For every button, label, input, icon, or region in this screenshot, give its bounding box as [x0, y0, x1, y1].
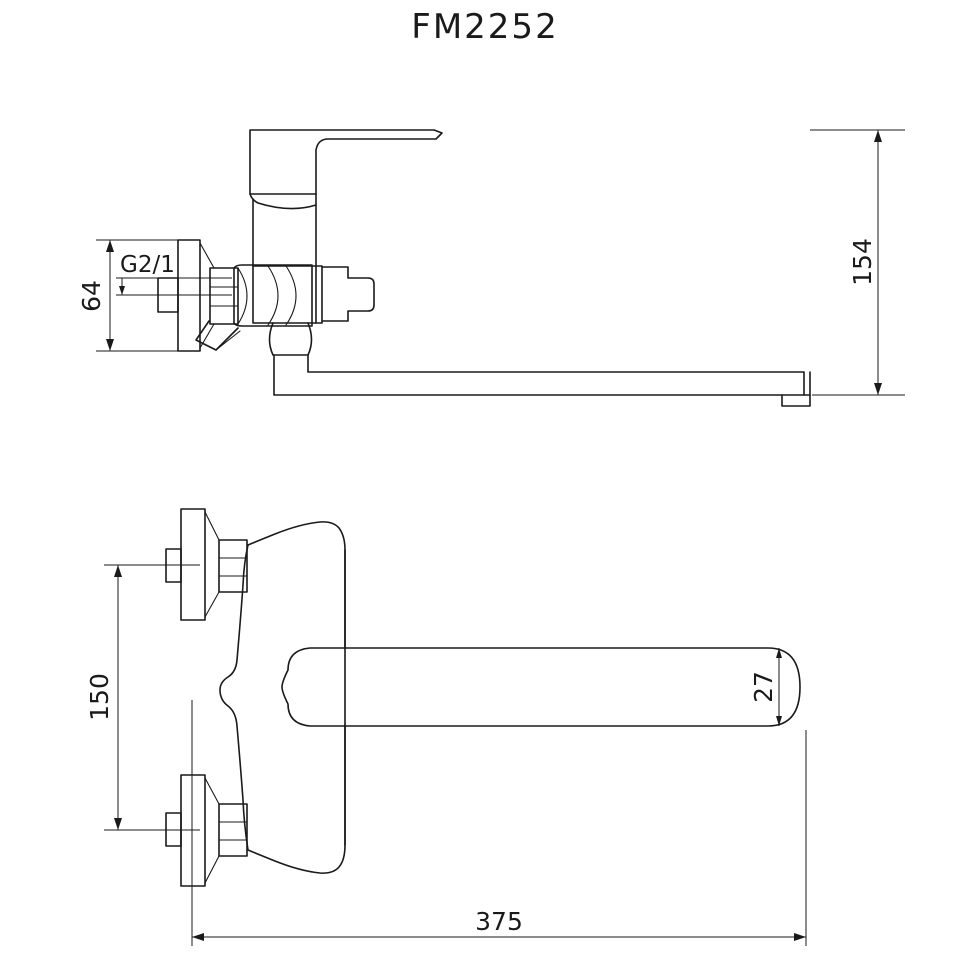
- hex-nut-side: [209, 267, 239, 325]
- dimension-154-label: 154: [848, 238, 877, 286]
- connector-curve-2: [285, 265, 297, 326]
- dimension-375: 375: [191, 700, 807, 946]
- aerator-side: [781, 371, 811, 407]
- dimension-150: 150: [85, 564, 200, 831]
- lower-flange-taper-top: [204, 777, 220, 805]
- body-block-side: [252, 265, 317, 324]
- dimension-150-label: 150: [85, 673, 114, 721]
- cartridge-dome-side: [249, 193, 317, 210]
- upper-hex-nut-front: [218, 539, 248, 593]
- dimension-64: 64: [77, 239, 178, 352]
- body-cylinder-side: [252, 198, 317, 267]
- lower-flange-taper-bottom: [204, 855, 220, 884]
- dimension-375-label: 375: [475, 907, 523, 936]
- upper-flange-front: [180, 508, 206, 621]
- dimension-27: 27: [749, 648, 782, 726]
- upper-inlet-pipe-front: [165, 548, 182, 583]
- dimension-27-label: 27: [749, 671, 778, 703]
- body-outline-side: [315, 265, 323, 324]
- upper-flange-taper-top: [204, 511, 220, 541]
- lower-flange-front: [180, 774, 206, 887]
- lever-handle-side: [249, 129, 443, 195]
- spout-riser-side: [268, 322, 313, 356]
- callout-thread-label: G2/1: [120, 252, 175, 278]
- lower-hex-nut-front: [218, 803, 248, 857]
- spout-bar-side: [273, 354, 805, 396]
- page-title: FM2252: [411, 7, 558, 47]
- flange-taper-bottom: [199, 323, 215, 349]
- body-outline-front: [247, 521, 346, 874]
- side-elevation-view: 154 64 G2/1: [77, 129, 905, 407]
- body-waist-front: [219, 544, 249, 851]
- flange-taper-top: [199, 242, 215, 269]
- diverter-knob-side: [321, 266, 375, 322]
- dimension-64-label: 64: [77, 280, 106, 312]
- lower-lever-side: [195, 320, 239, 351]
- upper-flange-taper-bottom: [204, 591, 220, 618]
- connector-curve-1: [267, 265, 279, 326]
- front-elevation-view: 150 27 375: [85, 508, 807, 946]
- spout-front: [281, 647, 801, 727]
- callout-thread-g21: G2/1: [116, 252, 232, 296]
- connector-curve-3: [237, 267, 248, 325]
- lower-inlet-pipe-front: [165, 812, 182, 847]
- lower-lever-edge: [215, 330, 241, 351]
- wall-flange-side: [177, 239, 201, 352]
- dimension-154: 154: [810, 129, 905, 396]
